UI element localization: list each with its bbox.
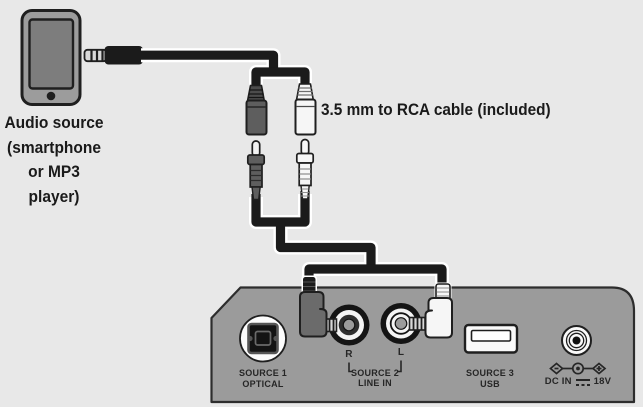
source3-label-line1: SOURCE 3 [465,368,514,378]
rl-bracket [348,360,402,373]
source3-label-line2: USB [480,378,500,389]
dc-in-label-suffix: 18V [593,376,612,387]
jack-l-label: L [397,347,405,358]
source3-label: SOURCE 3 USB [440,368,540,389]
cable-core [141,50,447,285]
aux-plug-icon [83,46,143,65]
source2-label: SOURCE 2 LINE IN [325,368,425,389]
source1-label-line2: OPTICAL [242,378,284,389]
dc-jack-icon [561,325,592,356]
source1-label-line1: SOURCE 1 [238,368,287,378]
usb-port-icon [463,323,519,354]
smartphone-icon [20,9,82,106]
rca-male-r-icon [246,140,266,201]
cable-label: 3.5 mm to RCA cable (included) [321,101,551,119]
source2-label-line1: SOURCE 2 [350,367,399,378]
rca-jack-l-icon [380,303,422,344]
dc-in-label-prefix: DC IN [544,376,572,387]
polarity-icon [549,362,607,375]
dc-symbol-icon [575,378,590,386]
rca-jack-r-icon [328,304,370,346]
angled-plug-r-icon [299,275,338,338]
optical-port-icon [239,314,287,363]
source2-label-line2: LINE IN [358,378,392,388]
angled-plug-l-icon [408,282,453,339]
jack-r-label: R [345,349,353,360]
dc-in-label: DC IN 18V [528,376,628,388]
audio-source-caption: Audio source (smartphone or MP3 player) [4,114,104,206]
rca-female-r-icon [245,84,268,136]
rca-female-l-icon [294,83,317,136]
source1-label: SOURCE 1 OPTICAL [213,368,313,389]
rca-male-l-icon [295,138,315,200]
